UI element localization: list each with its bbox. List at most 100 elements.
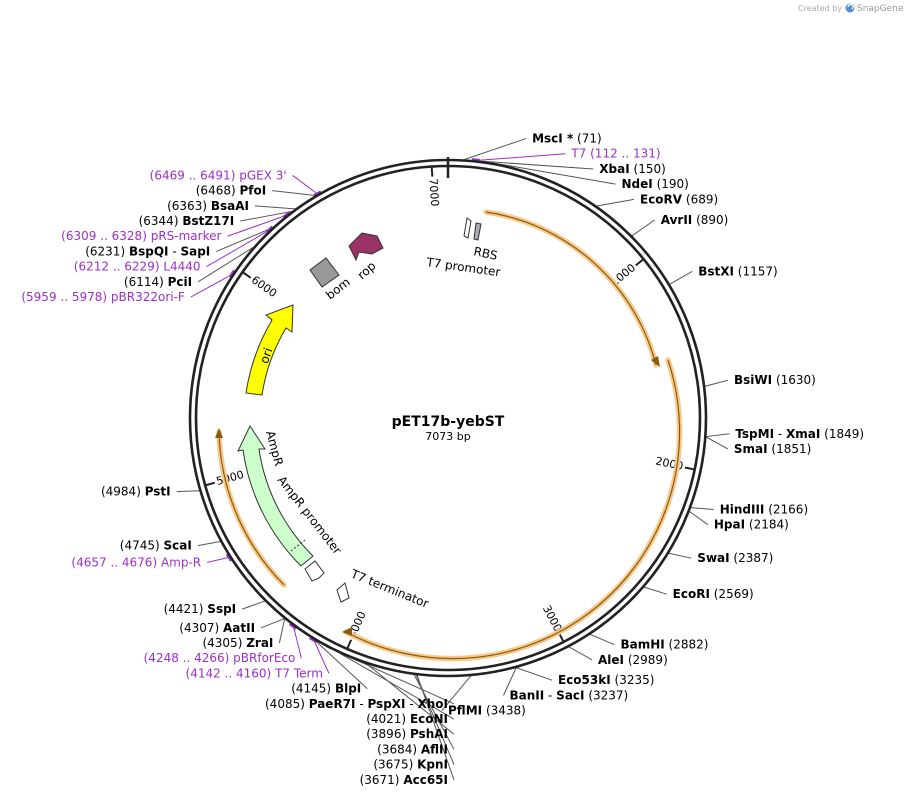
tick-6000 — [242, 271, 252, 279]
primer-label-pbrforeco[interactable]: (4248 .. 4266) pBRforEco — [144, 651, 296, 665]
site-label-bstz17i[interactable]: (6344) BstZ17I — [139, 214, 235, 228]
feature-rbs[interactable]: RBS — [472, 222, 499, 263]
orf-arc-2 — [345, 359, 681, 660]
site-label-eco53ki[interactable]: Eco53kI (3235) — [558, 673, 654, 687]
rbs-label: RBS — [472, 244, 498, 263]
credit-prefix: Created by — [798, 4, 842, 13]
primer-mark-prs-marker — [282, 211, 291, 218]
primer-label-l4440[interactable]: (6212 .. 6229) L4440 — [74, 260, 201, 274]
tick-label-6000: 6000 — [249, 273, 279, 300]
tick-7000 — [430, 167, 434, 177]
site-leader-banii — [503, 667, 517, 696]
site-leader-zrai — [278, 618, 286, 644]
primer-label-t7-term[interactable]: (4142 .. 4160) T7 Term — [186, 666, 323, 680]
tick-label-5000: 5000 — [215, 468, 245, 488]
bom-box — [309, 257, 340, 288]
site-label-zrai[interactable]: (4305) ZraI — [202, 636, 273, 650]
feature-t7-terminator[interactable]: T7 terminator — [336, 566, 431, 611]
site-label-alei[interactable]: AleI (2989) — [598, 653, 668, 667]
site-label-avrii[interactable]: AvrII (890) — [661, 213, 729, 227]
site-label-scai[interactable]: (4745) ScaI — [120, 539, 192, 553]
site-label-hindiii[interactable]: HindIII (2166) — [720, 503, 808, 517]
site-label-ecorv[interactable]: EcoRV (689) — [640, 192, 718, 206]
site-label-pfoi[interactable]: (6468) PfoI — [196, 184, 266, 198]
site-label-msci[interactable]: MscI * (71) — [532, 132, 602, 146]
site-leader-bsiwi — [704, 379, 729, 387]
site-label-tspmi-xmai[interactable]: TspMI - XmaI (1849) — [735, 427, 864, 441]
feature-rop[interactable]: rop — [348, 232, 384, 282]
site-label-hpai[interactable]: HpaI (2184) — [714, 518, 789, 532]
site-label-paer7i-pspxi[interactable]: (4085) PaeR7I - PspXI - XhoI — [265, 697, 448, 711]
site-label-smai[interactable]: SmaI (1851) — [734, 442, 811, 456]
site-label-sspi[interactable]: (4421) SspI — [164, 602, 237, 616]
primer-label-amp-r[interactable]: (4657 .. 4676) Amp-R — [71, 555, 201, 569]
primer-leader-t7 — [475, 153, 566, 161]
primer-label-pgex-3[interactable]: (6469 .. 6491) pGEX 3' — [150, 168, 287, 182]
primer-label-prs-marker[interactable]: (6309 .. 6328) pRS-marker — [61, 229, 221, 243]
site-label-bspqi-sapi[interactable]: (6231) BspQI - SapI — [85, 244, 210, 258]
site-label-pcii[interactable]: (6114) PciI — [124, 275, 192, 289]
site-label-bamhi[interactable]: BamHI (2882) — [620, 638, 708, 652]
primer-leader-pbr322ori-f — [190, 273, 233, 298]
ori-label: ori — [257, 346, 275, 365]
site-label-psti[interactable]: (4984) PstI — [101, 485, 171, 499]
t7-promoter-arrow — [463, 217, 472, 239]
site-label-ndei[interactable]: NdeI (190) — [622, 177, 689, 191]
feature-ori[interactable]: ori — [245, 304, 294, 396]
t7-terminator-label: T7 terminator — [348, 566, 431, 610]
plasmid-size: 7073 bp — [425, 430, 470, 443]
ori-arrow — [245, 304, 294, 396]
site-leader-swai — [668, 552, 692, 559]
snapgene-credit[interactable]: Created by SnapGene — [798, 3, 904, 15]
site-label-bsiwi[interactable]: BsiWI (1630) — [734, 373, 816, 387]
site-label-pshai[interactable]: (3896) PshAI — [366, 727, 448, 741]
orf-arc-glow-2 — [343, 357, 683, 662]
site-label-aatii[interactable]: (4307) AatII — [179, 621, 255, 635]
site-label-bsaai[interactable]: (6363) BsaAI — [167, 199, 249, 213]
site-label-blpi[interactable]: (4145) BlpI — [291, 682, 361, 696]
ampr-arrow — [237, 424, 314, 567]
ampr-promoter-arrow — [304, 560, 325, 582]
site-leader-bstxi — [669, 270, 693, 285]
site-leader-xbai — [482, 160, 594, 170]
primer-leader-prs-marker — [227, 214, 288, 237]
feature-bom[interactable]: bom — [309, 257, 353, 302]
site-labels: MscI * (71)T7 (112 .. 131)XbaI (150)NdeI… — [21, 132, 864, 787]
primer-leader-l4440 — [206, 229, 271, 268]
site-leader-ndei — [491, 162, 616, 185]
t7-terminator-shape — [336, 582, 350, 603]
rbs-box — [473, 222, 482, 241]
primer-label-pbr322ori-f[interactable]: (5959 .. 5978) pBR322ori-F — [21, 290, 185, 304]
site-label-ecori[interactable]: EcoRI (2569) — [673, 587, 754, 601]
site-leader-sspi — [241, 600, 265, 610]
primer-mark-t7-term — [309, 637, 317, 644]
site-label-kpni[interactable]: (3675) KpnI — [373, 758, 448, 772]
orf-arc-1 — [485, 211, 657, 366]
site-label-bstxi[interactable]: BstXI (1157) — [698, 264, 777, 278]
site-leader-pcii — [197, 247, 254, 283]
site-leader-alei — [568, 646, 593, 661]
site-label-pflmi[interactable]: PflMI (3438) — [448, 704, 526, 718]
orf-arc-3 — [218, 431, 285, 586]
site-leader-smai — [706, 436, 729, 450]
site-label-banii-saci[interactable]: BanII - SacI (3237) — [509, 688, 628, 702]
site-leader-bstz17i — [240, 210, 292, 222]
orf-arcs — [215, 209, 683, 662]
site-label-swai[interactable]: SwaI (2387) — [697, 551, 773, 565]
orf-arc-3-arrowhead — [215, 428, 223, 438]
tick-2000 — [684, 466, 694, 471]
tick-label-7000: 7000 — [426, 178, 441, 207]
site-leader-bspqi — [216, 227, 273, 252]
site-label-econi[interactable]: (4021) EcoNI — [366, 712, 448, 726]
site-leader-pflmi — [441, 675, 472, 711]
site-leader-pfoi — [272, 190, 316, 197]
site-label-acc65i[interactable]: (3671) Acc65I — [360, 773, 448, 787]
site-leader-blpi — [314, 639, 368, 690]
site-leader-hindiii — [690, 507, 714, 511]
site-label-aflii[interactable]: (3684) AflII — [377, 742, 448, 756]
site-label-xbai[interactable]: XbaI (150) — [599, 162, 666, 176]
site-leader-eco53ki — [516, 667, 553, 681]
primer-mark-t7 — [471, 158, 480, 161]
primer-label-t7[interactable]: T7 (112 .. 131) — [570, 147, 660, 161]
